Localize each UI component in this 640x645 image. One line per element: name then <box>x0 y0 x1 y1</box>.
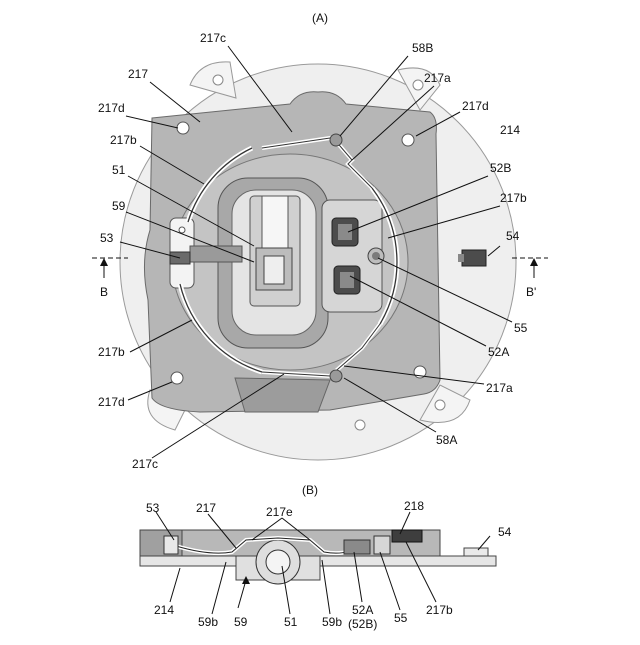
connector-54 <box>458 250 486 266</box>
label-b-54: 54 <box>498 525 512 539</box>
led-block <box>322 200 384 312</box>
label-b-53: 53 <box>146 501 160 515</box>
label-52a: 52A <box>488 345 509 359</box>
cross-section-b <box>140 530 496 584</box>
panel-b-title: (B) <box>302 483 318 497</box>
label-217b-r: 217b <box>500 191 527 205</box>
label-b-59b-right: 59b <box>322 615 342 629</box>
label-55: 55 <box>514 321 528 335</box>
label-b-52a: 52A <box>352 603 373 617</box>
panel-a-title: (A) <box>312 11 328 25</box>
label-59: 59 <box>112 199 126 213</box>
label-b-214: 214 <box>154 603 174 617</box>
label-52b: 52B <box>490 161 511 175</box>
label-58b: 58B <box>412 41 433 55</box>
label-217c-top: 217c <box>200 31 226 45</box>
label-b-217b: 217b <box>426 603 453 617</box>
label-217c-bot: 217c <box>132 457 158 471</box>
label-b-217e: 217e <box>266 505 293 519</box>
label-217d-tl: 217d <box>98 101 125 115</box>
label-54: 54 <box>506 229 520 243</box>
label-217d-tr: 217d <box>462 99 489 113</box>
label-b-217: 217 <box>196 501 216 515</box>
label-217a-bot: 217a <box>486 381 513 395</box>
label-51: 51 <box>112 163 126 177</box>
label-b-51: 51 <box>284 615 298 629</box>
label-217d-bl: 217d <box>98 395 125 409</box>
label-214: 214 <box>500 123 520 137</box>
label-217b-bl: 217b <box>98 345 125 359</box>
label-b: B <box>100 285 108 299</box>
label-217: 217 <box>128 67 148 81</box>
label-b-prime: B' <box>526 285 536 299</box>
label-b-218: 218 <box>404 499 424 513</box>
label-53: 53 <box>100 231 114 245</box>
label-b-59: 59 <box>234 615 248 629</box>
label-b-55: 55 <box>394 611 408 625</box>
label-58a: 58A <box>436 433 457 447</box>
label-217a-top: 217a <box>424 71 451 85</box>
bulb-socket-51 <box>218 178 328 348</box>
label-b-59b-left: 59b <box>198 615 218 629</box>
label-b-52b: (52B) <box>348 617 377 631</box>
label-217b-tl: 217b <box>110 133 137 147</box>
